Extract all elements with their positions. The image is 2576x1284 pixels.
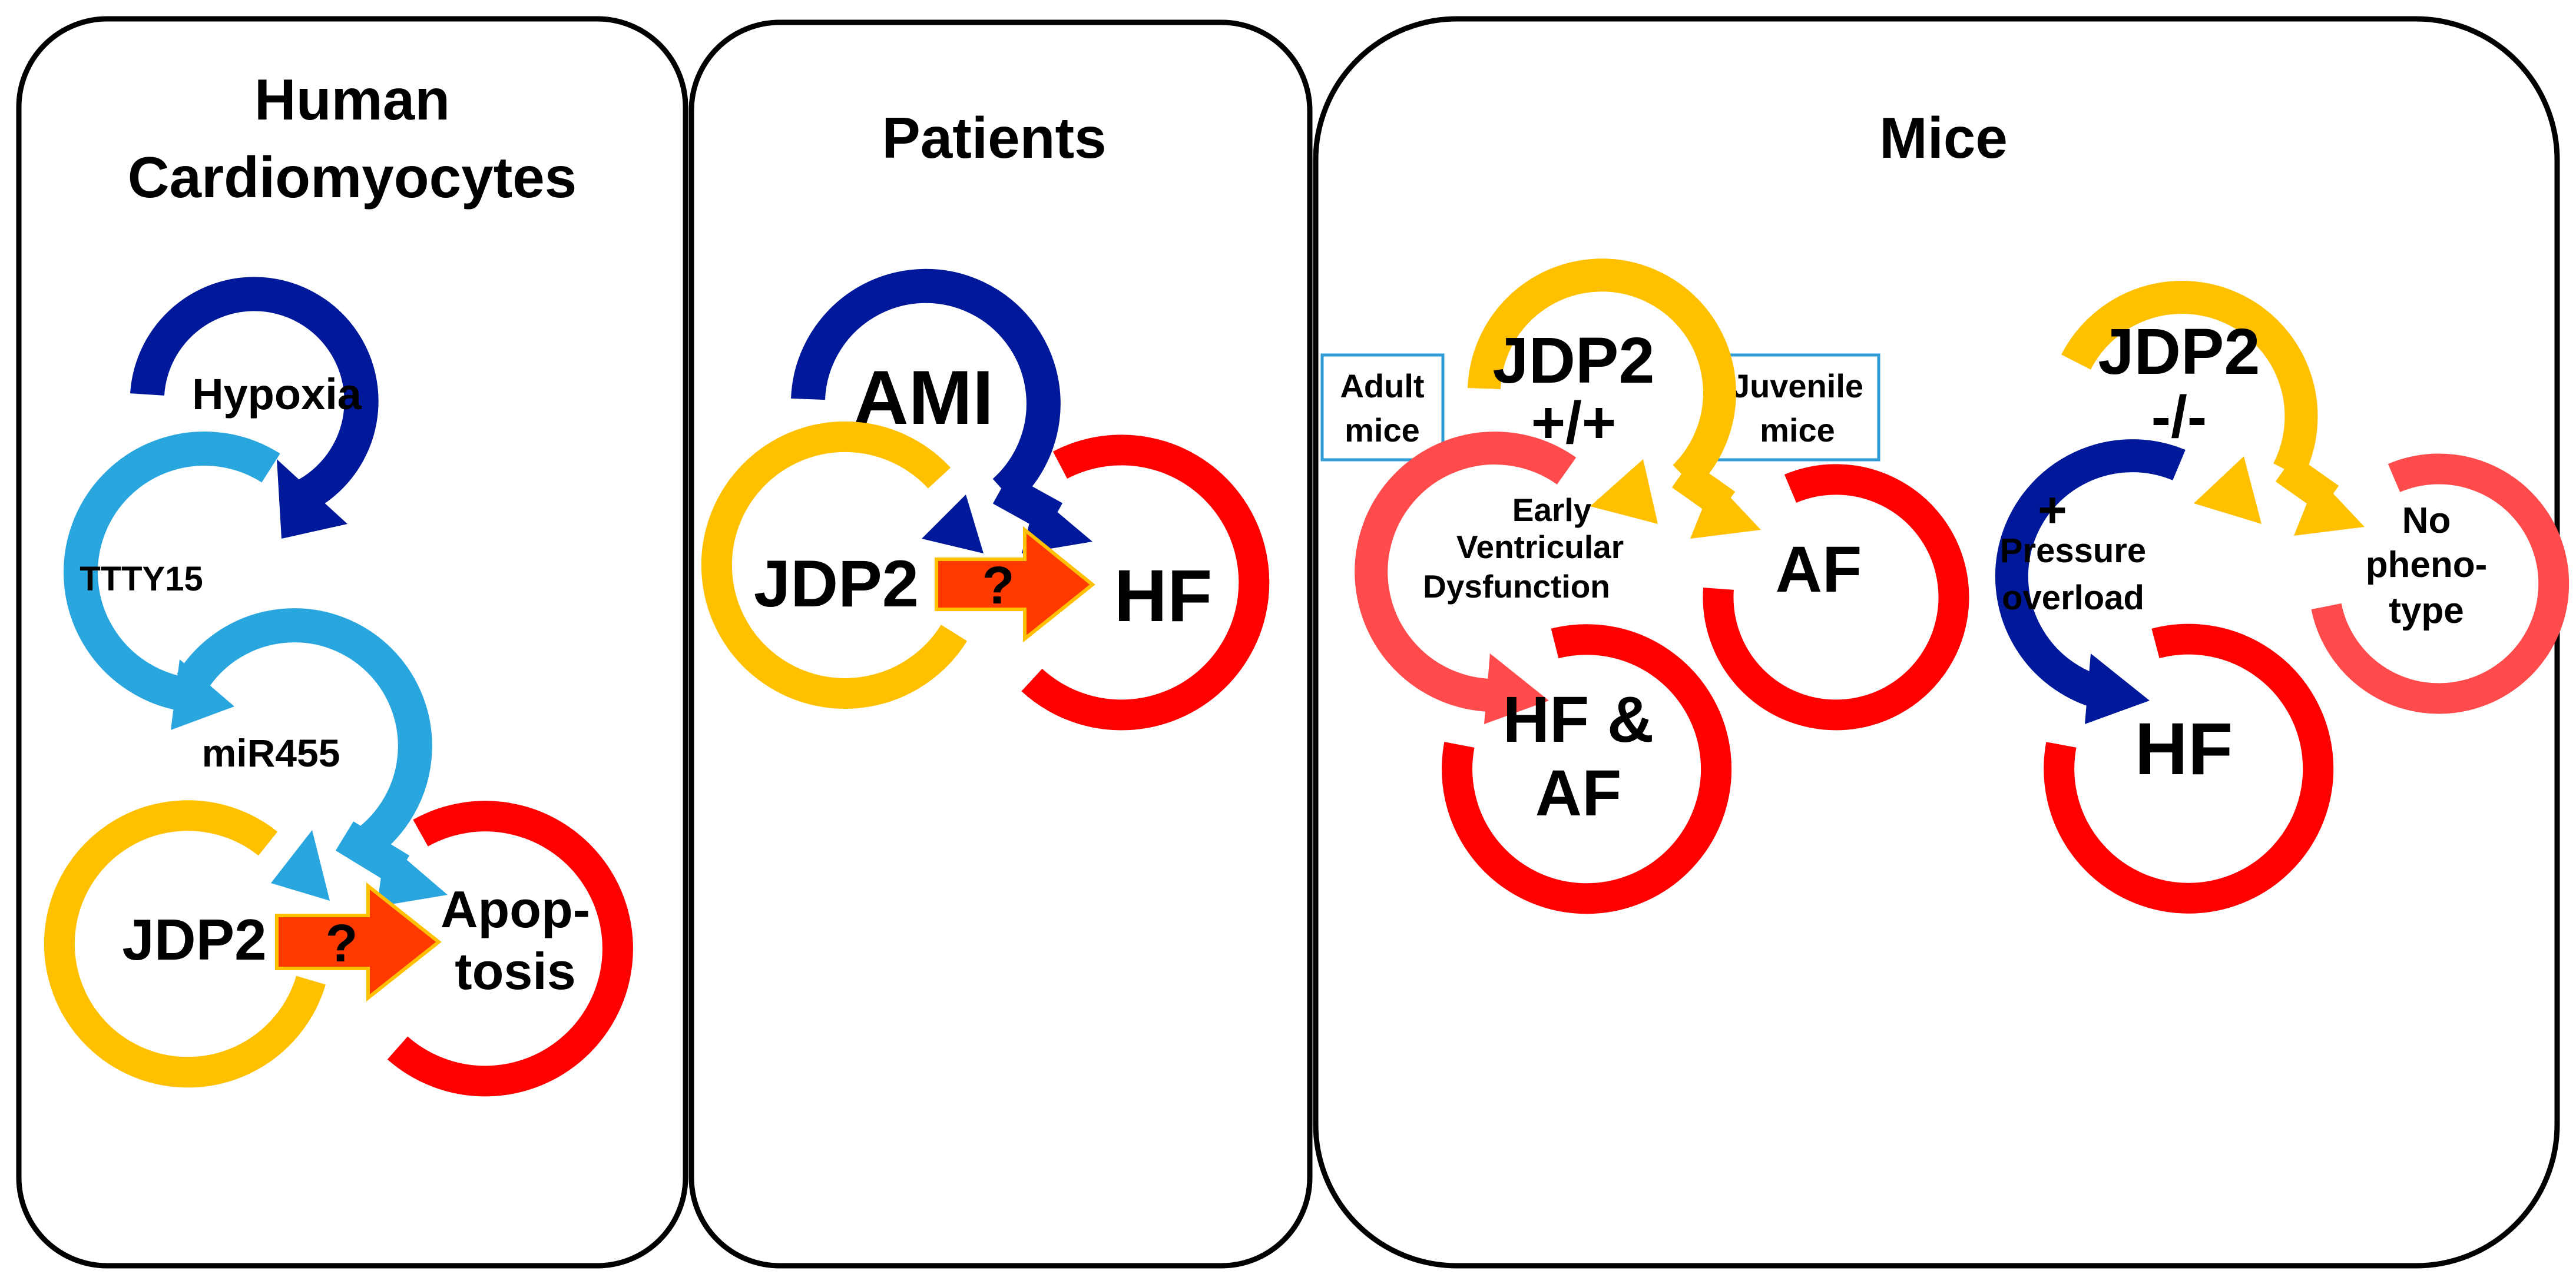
mir455-loop: [177, 608, 432, 862]
mir455-label: miR455: [202, 731, 340, 775]
jdp2-ko-arrowhead-nopheno: [2294, 477, 2365, 536]
early-line1: Early: [1512, 492, 1592, 528]
jdp2-ko-line2: -/-: [2151, 384, 2207, 450]
apoptosis-label-line1: Apop-: [441, 880, 590, 938]
question-mark-patients: ?: [982, 556, 1015, 615]
pressure-overload-arrowhead: [2085, 653, 2150, 724]
early-dysfunction-arrowhead: [1484, 653, 1549, 724]
mir455-arrowhead-apoptosis: [377, 842, 448, 907]
apoptosis-label-line2: tosis: [455, 942, 575, 1000]
panel-human-frame: [16, 16, 688, 1269]
question-arrow-patients: [935, 526, 1095, 643]
hf-ring-patients: [1021, 434, 1270, 731]
hypoxia-loop: [130, 277, 379, 515]
patients-title: Patients: [882, 105, 1106, 170]
jdp2-wt-line1: JDP2: [1492, 324, 1654, 397]
adult-mice-line1: Adult: [1340, 367, 1424, 404]
adult-mice-line2: mice: [1345, 412, 1420, 449]
adult-mice-box: [1320, 353, 1445, 462]
jdp2-ko-arrowhead-pressure: [2194, 456, 2262, 524]
af-ring: [1703, 464, 1969, 731]
pressure-line2: overload: [2002, 579, 2144, 617]
panel-patients-frame: [688, 19, 1313, 1269]
af-label: AF: [1776, 533, 1862, 606]
ami-arrowhead-jdp2: [922, 495, 984, 553]
no-phenotype-line3: type: [2389, 590, 2464, 631]
panel-mice-frame: [1313, 16, 2560, 1269]
pressure-line1: Pressure: [2000, 532, 2146, 570]
juvenile-mice-line1: Juvenile: [1731, 367, 1863, 404]
jdp2-wt-arrowhead-early: [1590, 459, 1658, 524]
jdp2-ring-patients: [701, 421, 968, 709]
hf-af-line2: AF: [1535, 757, 1622, 830]
human-title-line1: Human: [254, 67, 450, 132]
pressure-overload-loop: [1995, 439, 2186, 711]
hf-label-mice: HF: [2135, 708, 2233, 790]
early-dysfunction-loop: [1355, 432, 1577, 712]
no-phenotype-line1: No: [2402, 500, 2451, 541]
jdp2-label-human: JDP2: [122, 907, 266, 972]
hypoxia-arrowhead: [277, 459, 347, 539]
question-arrow-human: [275, 882, 442, 1002]
juvenile-mice-box: [1715, 353, 1880, 462]
jdp2-wt-loop: [1468, 258, 1736, 489]
no-phenotype-ring: [2311, 453, 2570, 714]
pressure-plus: +: [2038, 482, 2067, 538]
juvenile-mice-line2: mice: [1760, 412, 1835, 449]
question-mark-human: ?: [326, 914, 358, 973]
ami-arrowhead-hf: [1022, 495, 1092, 553]
hf-af-line1: HF &: [1503, 684, 1654, 756]
ttty15-loop: [64, 432, 280, 712]
apoptosis-ring: [387, 801, 633, 1097]
hf-label-patients: HF: [1114, 555, 1213, 637]
hf-ring-mice: [2044, 623, 2334, 914]
jdp2-label-patients: JDP2: [754, 547, 919, 621]
human-title-line2: Cardiomyocytes: [128, 145, 577, 210]
no-phenotype-line2: pheno-: [2366, 545, 2488, 585]
mir455-arrowhead-jdp2: [271, 830, 330, 901]
hf-af-ring: [1442, 624, 1732, 914]
jdp2-ring-human: [44, 800, 326, 1088]
ttty15-label: TTTY15: [80, 560, 203, 598]
early-line2: Ventricular: [1456, 529, 1624, 565]
mice-title: Mice: [1879, 105, 2008, 170]
hypoxia-label: Hypoxia: [192, 370, 362, 419]
early-line3: Dysfunction: [1423, 568, 1610, 605]
ami-loop: [791, 268, 1061, 505]
jdp2-ko-line1: JDP2: [2098, 316, 2260, 388]
jdp2-wt-arrowhead-af: [1690, 480, 1761, 539]
jdp2-ko-loop: [2061, 281, 2318, 479]
